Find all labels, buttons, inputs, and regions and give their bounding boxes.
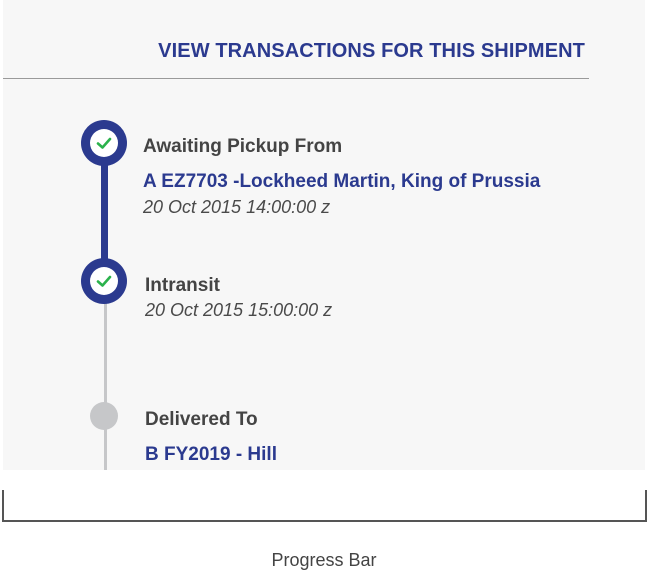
step-2-status: Intransit xyxy=(145,275,220,296)
progress-rail-pending xyxy=(104,280,107,470)
view-transactions-link[interactable]: VIEW TRANSACTIONS FOR THIS SHIPMENT xyxy=(158,40,585,62)
step-1-status: Awaiting Pickup From xyxy=(143,136,343,157)
step-3-location: B FY2019 - Hill xyxy=(145,444,277,465)
step-2-complete-marker xyxy=(81,258,127,304)
step-2-time: 20 Oct 2015 15:00:00 z xyxy=(145,300,333,320)
annotation-bracket xyxy=(2,490,647,522)
check-icon xyxy=(96,275,112,287)
step-1-location: A EZ7703 -Lockheed Martin, King of Pruss… xyxy=(143,171,541,192)
step-1-time: 20 Oct 2015 14:00:00 z xyxy=(143,197,331,217)
step-3-status: Delivered To xyxy=(145,409,258,430)
step-3-pending-marker xyxy=(90,402,118,430)
figure-caption: Progress Bar xyxy=(271,550,377,570)
shipment-progress-panel: VIEW TRANSACTIONS FOR THIS SHIPMENT Awai… xyxy=(3,0,645,470)
check-icon xyxy=(96,137,112,149)
progress-rail-complete xyxy=(101,140,108,280)
step-1-complete-marker xyxy=(81,120,127,166)
header-divider xyxy=(3,78,589,79)
